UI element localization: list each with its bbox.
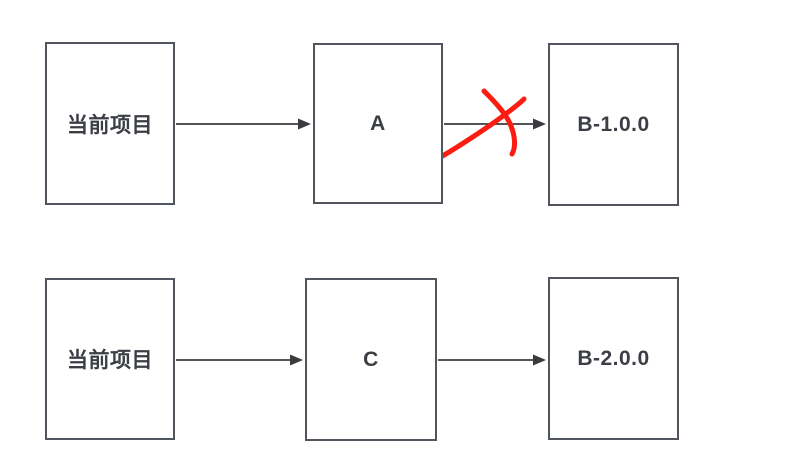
node-label: B-2.0.0 <box>577 346 650 370</box>
arrow-a-to-b1 <box>444 118 546 130</box>
node-label: B-1.0.0 <box>577 112 650 136</box>
arrow-c-to-b2 <box>438 354 546 366</box>
node-label: A <box>370 111 386 135</box>
node-b-1-0-0: B-1.0.0 <box>548 43 679 206</box>
node-current-project-bottom: 当前项目 <box>45 278 175 440</box>
red-cross-icon <box>436 88 527 161</box>
node-current-project-top: 当前项目 <box>45 42 175 205</box>
node-a: A <box>313 43 443 204</box>
node-c: C <box>305 278 437 441</box>
node-label: 当前项目 <box>67 349 153 372</box>
arrow-current-to-a <box>176 118 311 130</box>
node-label: C <box>363 347 379 371</box>
node-label: 当前项目 <box>67 113 153 137</box>
node-b-2-0-0: B-2.0.0 <box>548 277 679 440</box>
arrow-current-to-c <box>176 354 303 366</box>
